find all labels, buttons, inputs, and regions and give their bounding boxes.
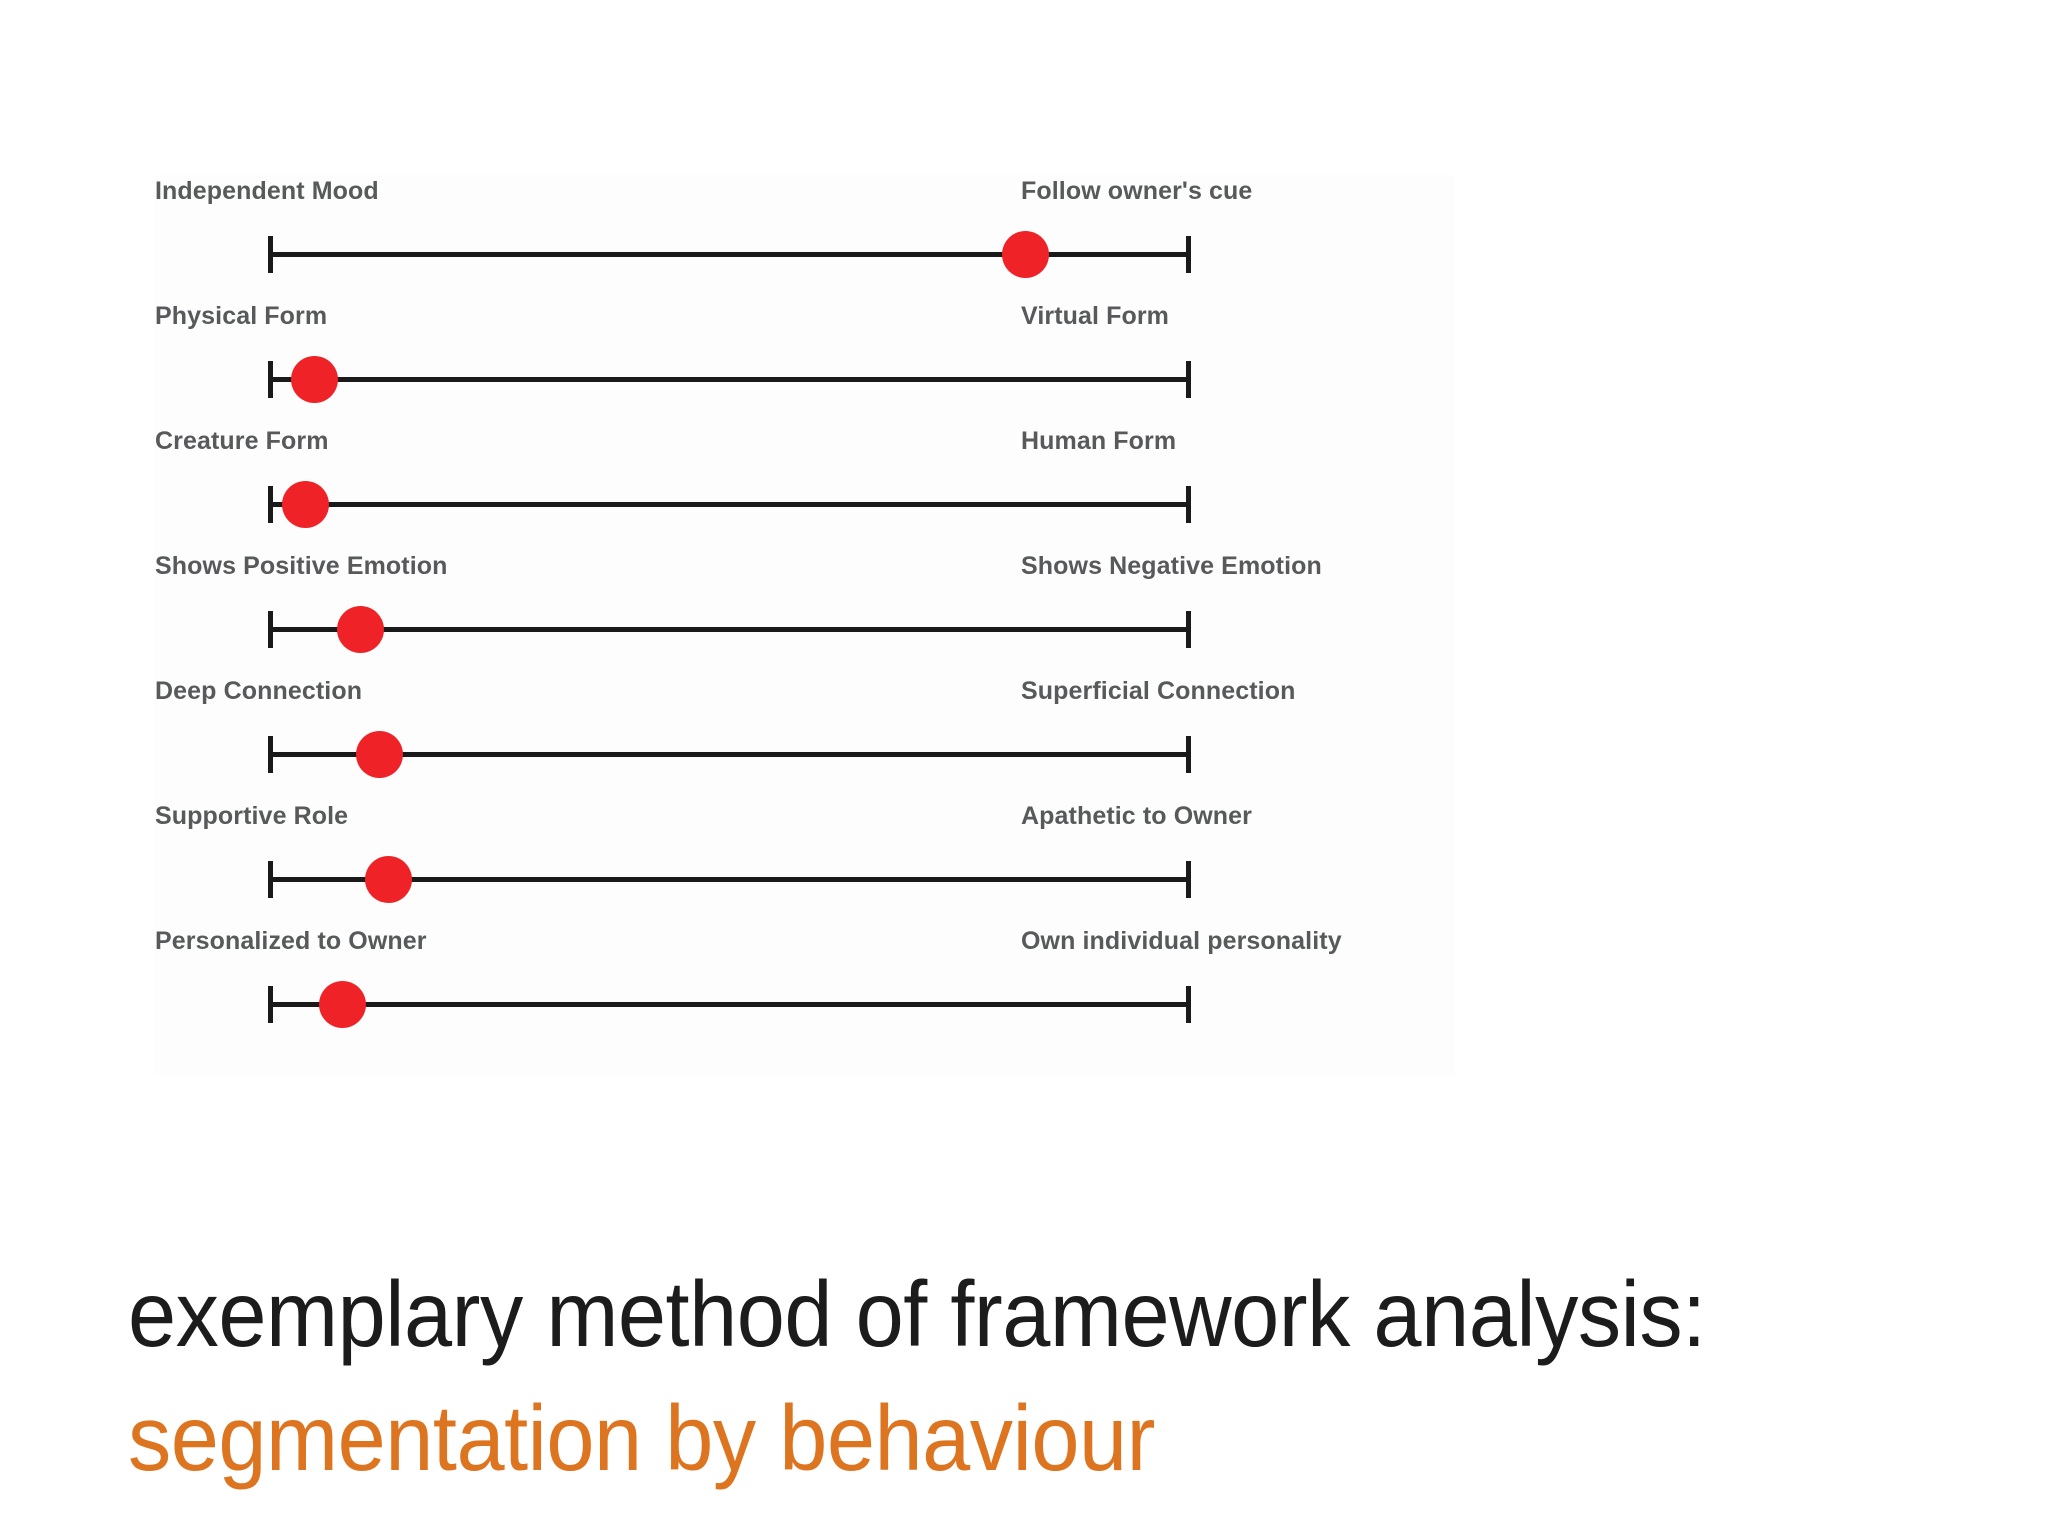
scale-right-label: Superficial Connection: [1021, 677, 1296, 705]
scale-right-label: Follow owner's cue: [1021, 177, 1253, 205]
slide-caption: exemplary method of framework analysis: …: [128, 1252, 1928, 1500]
scale-left-label: Personalized to Owner: [155, 927, 427, 955]
scale-marker-dot[interactable]: [318, 981, 366, 1028]
scale-right-label: Shows Negative Emotion: [1021, 552, 1322, 580]
scale-row-labels: Independent Mood Follow owner's cue: [155, 175, 1455, 217]
scale-marker-dot[interactable]: [364, 856, 412, 903]
scale-track[interactable]: [268, 356, 1191, 403]
scale-track[interactable]: [268, 606, 1191, 653]
scale-right-label: Apathetic to Owner: [1021, 802, 1252, 830]
scale-row: Independent Mood Follow owner's cue: [155, 175, 1455, 300]
caption-line-secondary: segmentation by behaviour: [128, 1386, 1155, 1490]
scale-track[interactable]: [268, 481, 1191, 528]
scale-marker-dot[interactable]: [281, 481, 329, 528]
scale-end-cap-right: [1186, 861, 1191, 898]
scale-marker-dot[interactable]: [355, 731, 403, 778]
scale-marker-dot[interactable]: [1001, 231, 1049, 278]
scale-end-cap-left: [268, 611, 273, 648]
scale-row-labels: Shows Positive Emotion Shows Negative Emo…: [155, 550, 1455, 592]
scale-right-label: Human Form: [1021, 427, 1177, 455]
scale-row: Physical Form Virtual Form: [155, 300, 1455, 425]
scale-track-line: [268, 377, 1191, 382]
scale-row-labels: Physical Form Virtual Form: [155, 300, 1455, 342]
scale-end-cap-right: [1186, 236, 1191, 273]
scale-row-labels: Deep Connection Superficial Connection: [155, 675, 1455, 717]
scale-end-cap-right: [1186, 736, 1191, 773]
scale-end-cap-right: [1186, 986, 1191, 1023]
scale-right-label: Virtual Form: [1021, 302, 1169, 330]
scale-marker-dot[interactable]: [337, 606, 385, 653]
scale-track[interactable]: [268, 731, 1191, 778]
scale-end-cap-right: [1186, 611, 1191, 648]
scale-end-cap-right: [1186, 486, 1191, 523]
scale-row: Deep Connection Superficial Connection: [155, 675, 1455, 800]
scale-row-labels: Supportive Role Apathetic to Owner: [155, 800, 1455, 842]
scale-end-cap-left: [268, 736, 273, 773]
scale-track[interactable]: [268, 981, 1191, 1028]
scale-left-label: Creature Form: [155, 427, 329, 455]
scale-row: Supportive Role Apathetic to Owner: [155, 800, 1455, 925]
scale-end-cap-left: [268, 236, 273, 273]
scale-track-line: [268, 502, 1191, 507]
scale-row: Shows Positive Emotion Shows Negative Emo…: [155, 550, 1455, 675]
scale-track-line: [268, 627, 1191, 632]
scale-left-label: Independent Mood: [155, 177, 379, 205]
scale-row: Creature Form Human Form: [155, 425, 1455, 550]
caption-line-primary: exemplary method of framework analysis:: [128, 1262, 1706, 1366]
scale-end-cap-left: [268, 361, 273, 398]
scale-track-line: [268, 877, 1191, 882]
scale-end-cap-left: [268, 861, 273, 898]
scale-end-cap-right: [1186, 361, 1191, 398]
scale-row: Personalized to Owner Own individual pers…: [155, 925, 1455, 1050]
scale-left-label: Supportive Role: [155, 802, 349, 830]
scale-end-cap-left: [268, 486, 273, 523]
scale-track-line: [268, 752, 1191, 757]
scale-track[interactable]: [268, 856, 1191, 903]
scale-row-labels: Personalized to Owner Own individual pers…: [155, 925, 1455, 967]
scale-left-label: Shows Positive Emotion: [155, 552, 448, 580]
scale-left-label: Physical Form: [155, 302, 328, 330]
scale-left-label: Deep Connection: [155, 677, 363, 705]
scale-row-labels: Creature Form Human Form: [155, 425, 1455, 467]
scale-end-cap-left: [268, 986, 273, 1023]
scale-track[interactable]: [268, 231, 1191, 278]
scale-track-line: [268, 252, 1191, 257]
scale-right-label: Own individual personality: [1021, 927, 1342, 955]
scale-marker-dot[interactable]: [291, 356, 339, 403]
scale-track-line: [268, 1002, 1191, 1007]
